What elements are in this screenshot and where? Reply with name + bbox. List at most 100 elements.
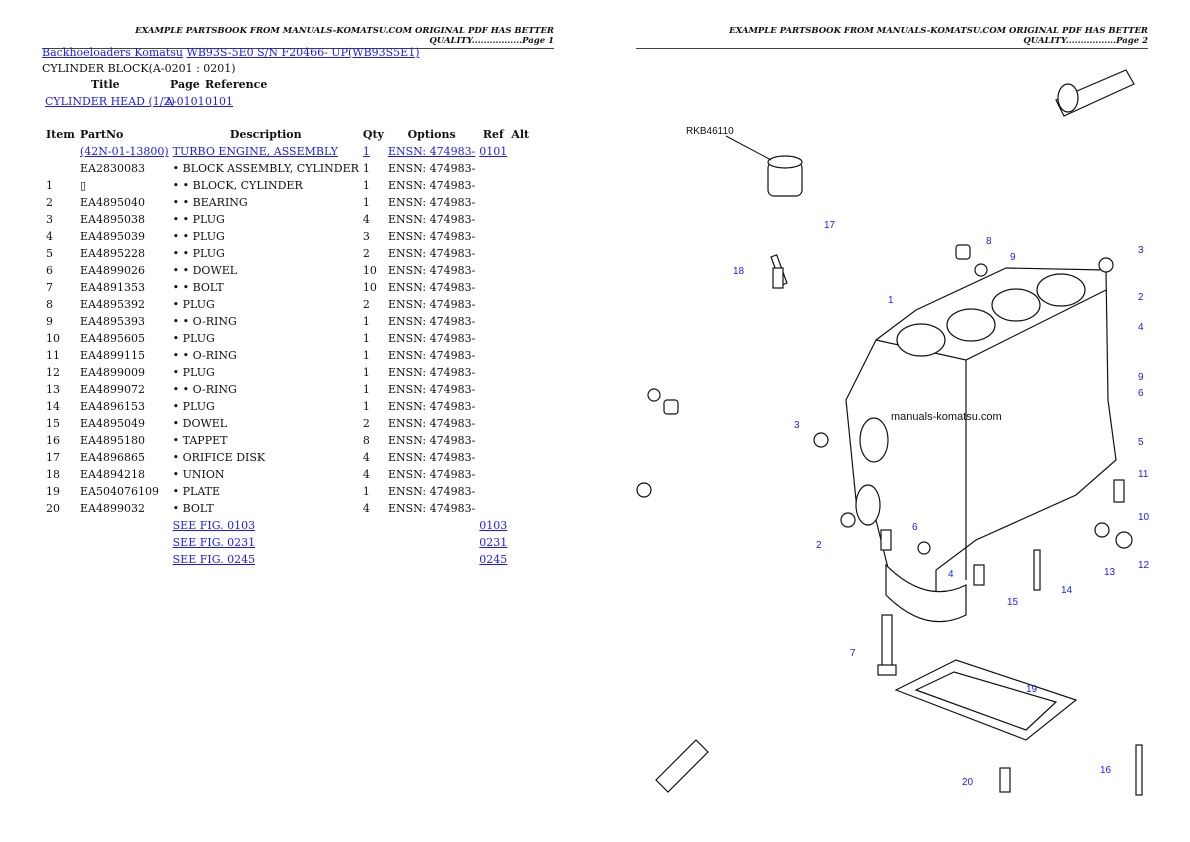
alt-cell: [509, 177, 531, 194]
callout-label: 4: [1138, 322, 1144, 333]
qty-cell-text: 4: [362, 468, 370, 481]
qty-cell-text: 2: [362, 247, 370, 260]
ref-cell: [477, 449, 509, 466]
description-cell: • • BLOCK, CYLINDER: [171, 177, 361, 194]
ref-cell: [477, 211, 509, 228]
description-cell-text[interactable]: TURBO ENGINE, ASSEMBLY: [172, 145, 338, 158]
alt-cell: [509, 160, 531, 177]
qty-cell-text: 1: [362, 366, 370, 379]
see-fig-ref-link-text[interactable]: 0103: [479, 519, 508, 532]
see-fig-ref-link-text[interactable]: 0231: [479, 536, 508, 549]
see-fig-ref-link[interactable]: 0103: [477, 517, 509, 534]
ref-cell: [477, 313, 509, 330]
item-cell-text: 13: [46, 383, 60, 396]
alt-cell: [509, 313, 531, 330]
qty-cell-text[interactable]: 1: [362, 145, 370, 158]
qty-cell-text: 2: [362, 298, 370, 311]
partno-cell-text: EA4899009: [80, 366, 145, 379]
qty-cell: 4: [361, 211, 386, 228]
ref-cell: [477, 466, 509, 483]
options-cell-text: ENSN: 474983-: [387, 400, 476, 413]
description-cell[interactable]: TURBO ENGINE, ASSEMBLY: [171, 143, 361, 160]
options-cell-text: ENSN: 474983-: [387, 179, 476, 192]
partno-cell-text[interactable]: (42N-01-13800): [80, 145, 169, 158]
item-cell: 10: [44, 330, 78, 347]
alt-cell: [509, 262, 531, 279]
breadcrumb: Backhoeloaders Komatsu WB93S-5E0 S/N F20…: [42, 46, 420, 59]
callout-label: 6: [1138, 388, 1144, 399]
callout-label: 17: [824, 220, 836, 231]
alt-cell: [509, 466, 531, 483]
alt-cell: [509, 245, 531, 262]
options-cell: ENSN: 474983-: [386, 228, 477, 245]
see-fig-link[interactable]: SEE FIG. 0245: [171, 551, 361, 568]
item-cell: 17: [44, 449, 78, 466]
watermark: manuals-komatsu.com: [891, 411, 1002, 423]
ref-page-link[interactable]: A-0101: [165, 95, 205, 108]
qty-cell: 1: [361, 398, 386, 415]
qty-cell-text: 1: [362, 315, 370, 328]
qty-cell: 1: [361, 381, 386, 398]
see-fig-link-text[interactable]: SEE FIG. 0245: [172, 553, 256, 566]
ref-title-link[interactable]: CYLINDER HEAD (1/2): [45, 95, 175, 108]
ref-cell-text[interactable]: 0101: [479, 145, 508, 158]
item-cell: 16: [44, 432, 78, 449]
ref-cell: [477, 415, 509, 432]
partno-cell-text: EA4899115: [80, 349, 145, 362]
item-cell: 20: [44, 500, 78, 517]
ref-reference-link[interactable]: 0101: [205, 95, 233, 108]
description-cell-text: • PLUG: [172, 366, 215, 379]
description-cell-text: • TAPPET: [172, 434, 228, 447]
alt-cell: [509, 500, 531, 517]
see-fig-link[interactable]: SEE FIG. 0231: [171, 534, 361, 551]
partno-cell-text: EA4895605: [80, 332, 145, 345]
qty-cell-text: 2: [362, 417, 370, 430]
partno-cell[interactable]: (42N-01-13800): [78, 143, 171, 160]
description-cell: • • BEARING: [171, 194, 361, 211]
see-fig-link[interactable]: SEE FIG. 0103: [171, 517, 361, 534]
description-cell-text: • • BLOCK, CYLINDER: [172, 179, 303, 192]
partno-cell-text: EA4899072: [80, 383, 145, 396]
alt-cell: [509, 330, 531, 347]
description-cell-text: • BOLT: [172, 502, 214, 515]
breadcrumb-link-model[interactable]: WB93S-5E0 S/N F20466- UP(WB93S5E1): [186, 46, 420, 59]
description-cell-text: • • PLUG: [172, 213, 225, 226]
qty-cell[interactable]: 1: [361, 143, 386, 160]
ref-cell: [477, 500, 509, 517]
ref-cell: [477, 381, 509, 398]
alt-cell: [509, 211, 531, 228]
see-fig-ref-link-text[interactable]: 0245: [479, 553, 508, 566]
see-fig-link-text[interactable]: SEE FIG. 0231: [172, 536, 256, 549]
options-cell[interactable]: ENSN: 474983-: [386, 143, 477, 160]
options-cell: ENSN: 474983-: [386, 466, 477, 483]
see-fig-ref-link[interactable]: 0245: [477, 551, 509, 568]
description-cell-text: • • PLUG: [172, 230, 225, 243]
ref-cell[interactable]: 0101: [477, 143, 509, 160]
options-cell: ENSN: 474983-: [386, 449, 477, 466]
breadcrumb-link-category[interactable]: Backhoeloaders Komatsu: [42, 46, 184, 59]
description-cell: • BLOCK ASSEMBLY, CYLINDER: [171, 160, 361, 177]
item-cell: 5: [44, 245, 78, 262]
item-cell: [44, 143, 78, 160]
see-fig-link-text[interactable]: SEE FIG. 0103: [172, 519, 256, 532]
description-cell: • PLUG: [171, 330, 361, 347]
description-cell-text: • • BOLT: [172, 281, 224, 294]
options-cell-text: ENSN: 474983-: [387, 298, 476, 311]
callout-label: 15: [1007, 597, 1019, 608]
options-cell-text[interactable]: ENSN: 474983-: [387, 145, 476, 158]
partno-cell-text: EA504076109: [80, 485, 159, 498]
column-header-ref: Ref: [482, 128, 504, 141]
camshaft-lower: [655, 739, 709, 793]
column-header-alt: Alt: [511, 128, 530, 141]
bearing-cap: [885, 563, 967, 623]
callout-label: 3: [1138, 245, 1144, 256]
see-fig-ref-link[interactable]: 0231: [477, 534, 509, 551]
description-cell: • PLUG: [171, 364, 361, 381]
item-cell: [44, 517, 78, 534]
ref-cell: [477, 347, 509, 364]
item-cell: 3: [44, 211, 78, 228]
qty-cell: 1: [361, 194, 386, 211]
